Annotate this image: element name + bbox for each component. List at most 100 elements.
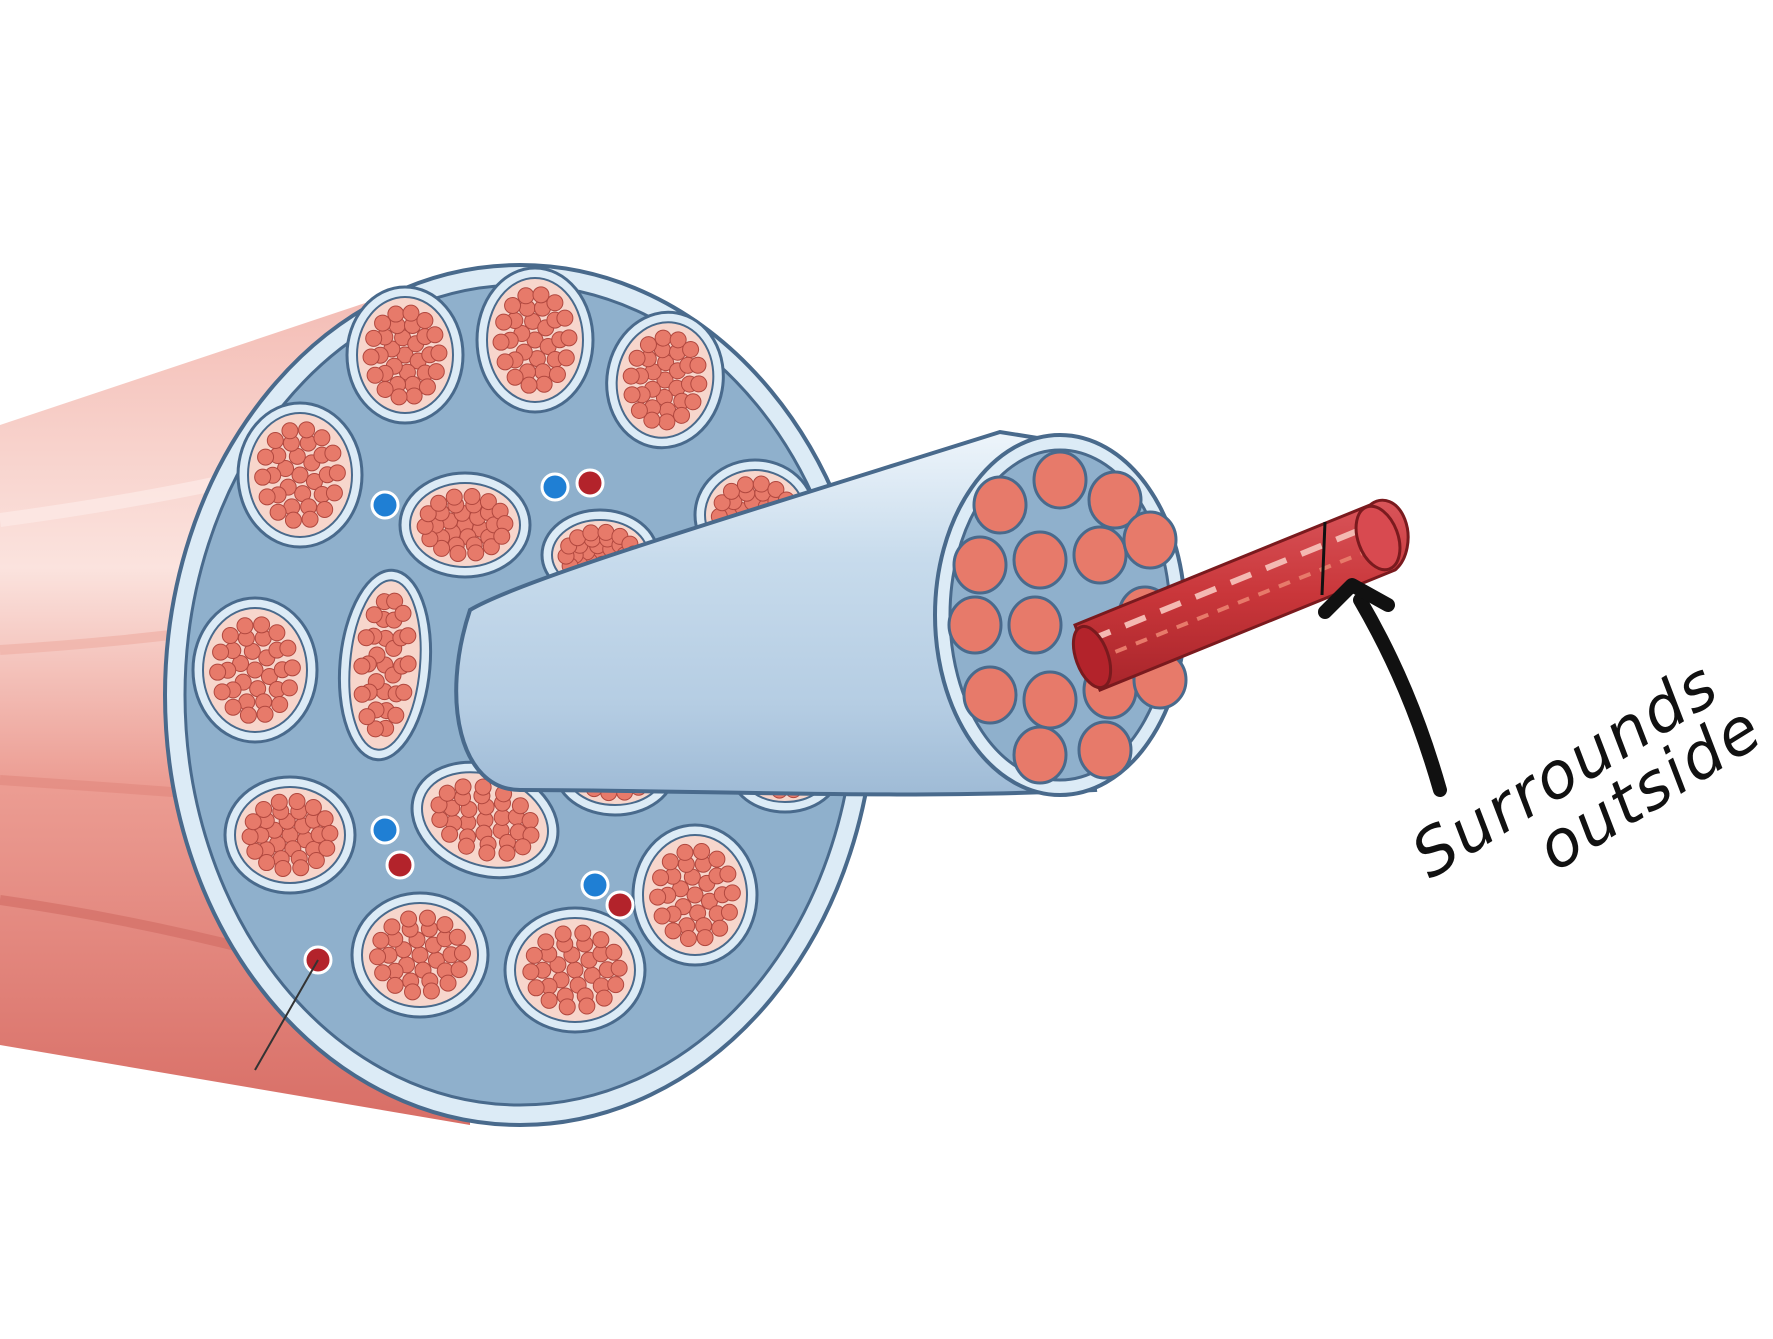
myofibril	[454, 778, 472, 796]
myofibril	[301, 510, 319, 528]
myofibril	[411, 946, 429, 964]
myofibril	[527, 979, 545, 997]
myofibril	[504, 297, 522, 315]
myofibril	[353, 657, 371, 675]
myofibril	[353, 685, 371, 703]
fascicle	[345, 285, 465, 425]
myofibril	[224, 698, 242, 716]
fascicle	[398, 471, 532, 579]
fascicle	[236, 401, 364, 549]
myofibril	[427, 363, 445, 381]
myofibril	[213, 683, 231, 701]
myofibril	[376, 380, 394, 398]
myofibril	[514, 838, 532, 856]
myofibril	[607, 976, 625, 994]
myofibril	[436, 916, 454, 934]
muscle-fiber-end	[1122, 510, 1178, 570]
fascicle	[223, 775, 357, 895]
myofibril	[284, 511, 302, 529]
myofibril	[628, 349, 646, 367]
myofibril	[254, 468, 272, 486]
myofibril	[279, 639, 297, 657]
myofibril	[558, 998, 576, 1016]
myofibril	[673, 406, 691, 424]
myofibril	[686, 886, 704, 904]
myofibril	[369, 948, 387, 966]
myofibril	[374, 314, 392, 332]
myofibril	[493, 527, 511, 545]
myofibril	[365, 606, 383, 624]
myofibril	[445, 488, 463, 506]
myofibril	[463, 488, 481, 506]
myofibril	[271, 695, 289, 713]
fascicle	[631, 823, 759, 967]
myofibril	[720, 903, 738, 921]
myofibril	[318, 839, 336, 857]
myofibril	[679, 930, 697, 948]
myofibril	[482, 538, 500, 556]
myofibril	[496, 353, 514, 371]
muscle-fiber-end	[1012, 530, 1068, 590]
myofibril	[711, 919, 729, 937]
myofibril	[316, 500, 334, 518]
myofibril	[400, 910, 418, 928]
myofibril	[578, 997, 596, 1015]
myofibril	[365, 329, 383, 347]
myofibril	[498, 844, 516, 862]
myofibril	[430, 494, 448, 512]
annotation-arrow	[1318, 578, 1447, 797]
myofibril	[767, 481, 785, 499]
myofibril	[212, 643, 230, 661]
myofibril	[441, 825, 459, 843]
myofibril	[258, 854, 276, 872]
myofibril	[307, 852, 325, 870]
myofibril	[313, 429, 331, 447]
myofibril	[358, 708, 376, 726]
myofibril	[610, 959, 628, 977]
myofibril	[246, 842, 264, 860]
myofibril	[438, 784, 456, 802]
myofibril	[708, 850, 726, 868]
myofibril	[532, 286, 550, 304]
myofibril	[713, 494, 731, 512]
myofibril	[372, 931, 390, 949]
myofibril	[566, 961, 584, 979]
myofibril	[402, 304, 420, 322]
myofibril	[266, 432, 284, 450]
myofibril	[467, 544, 485, 562]
myofibril	[556, 309, 574, 327]
myofibril	[540, 991, 558, 1009]
myofibril	[522, 963, 540, 981]
myofibril	[268, 624, 286, 642]
myofibril	[457, 837, 475, 855]
myofibril	[511, 797, 529, 815]
myofibril	[492, 333, 510, 351]
fascicle	[605, 310, 725, 450]
myofibril	[394, 604, 412, 622]
myofibril	[439, 974, 457, 992]
muscle-fiber-end	[952, 535, 1008, 595]
myofibril	[236, 617, 254, 635]
myofibril	[387, 706, 405, 724]
myofibril	[280, 679, 298, 697]
myofibril	[450, 961, 468, 979]
myofibril	[592, 931, 610, 949]
myofibril	[422, 982, 440, 1000]
myofibril	[661, 853, 679, 871]
myofibril	[652, 869, 670, 887]
myofibril	[366, 366, 384, 384]
myofibril	[582, 524, 600, 542]
myofibril	[357, 629, 375, 647]
myofibril	[241, 828, 259, 846]
myofibril	[669, 331, 687, 349]
myofibril	[453, 944, 471, 962]
myofibril	[362, 348, 380, 366]
myofibril	[374, 964, 392, 982]
myofibril	[525, 946, 543, 964]
myofibril	[270, 793, 288, 811]
myofibril	[274, 859, 292, 877]
myofibril	[520, 376, 538, 394]
myofibril	[292, 859, 310, 877]
muscle-fiber-end	[1087, 470, 1143, 530]
